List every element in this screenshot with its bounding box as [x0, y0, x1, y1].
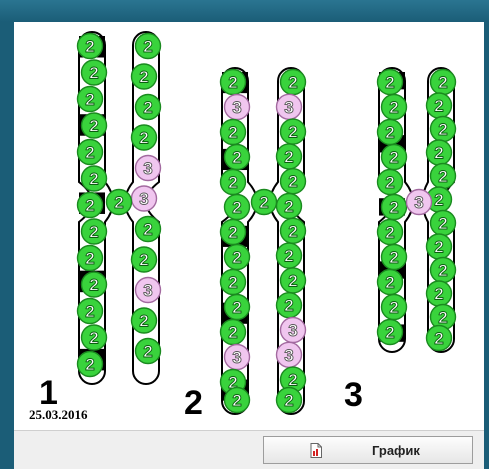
- chromosome-1-right-bead-value: 2: [143, 98, 152, 117]
- chromosome-2-right-bead-value: 2: [284, 197, 293, 216]
- chromosome-1-left-bead-value: 2: [85, 37, 94, 56]
- chromosome-2-left-bead-value: 2: [232, 198, 241, 217]
- chromosome-3-centromere-bead-value: 3: [414, 193, 423, 212]
- chromosome-2-right-bead-value: 2: [284, 247, 293, 266]
- chromosome-1-right-bead-value: 2: [143, 220, 152, 239]
- chromosome-3-left-bead-value: 2: [385, 223, 394, 242]
- document-chart-icon: [310, 443, 322, 458]
- chromosome-2-right-bead-value: 2: [288, 371, 297, 390]
- chromosome-1-left-bead-value: 2: [89, 223, 98, 242]
- chromosome-2-left-bead-value: 2: [232, 148, 241, 167]
- chromosome-3-right-bead-value: 2: [434, 329, 443, 348]
- chromosome-3-left-bead-value: 2: [389, 148, 398, 167]
- chromosome-3-right-bead-value: 2: [434, 144, 443, 163]
- chromosome-2-left-bead-value: 2: [232, 298, 241, 317]
- chromosome-1-right-bead-value: 3: [139, 190, 148, 209]
- chromosome-3-left-bead-value: 2: [385, 73, 394, 92]
- chromosome-3-right-bead-value: 2: [438, 73, 447, 92]
- chromosome-2-left-bead-value: 2: [228, 123, 237, 142]
- chromosome-1-left-bead-value: 2: [85, 302, 94, 321]
- chromosome-3-left-bead-value: 2: [389, 198, 398, 217]
- chromosome-1-right-bead-value: 3: [143, 159, 152, 178]
- chromosome-3-right-bead-value: 2: [438, 167, 447, 186]
- chromosome-1-right-bead-value: 3: [143, 281, 152, 300]
- chromosome-1-left-bead-value: 2: [85, 355, 94, 374]
- chromosome-2-right-bead-value: 2: [288, 222, 297, 241]
- chromosome-1-left-bead-value: 2: [85, 90, 94, 109]
- chromosome-1-right-bead-value: 2: [143, 342, 152, 361]
- chromosome-1-right-bead-value: 2: [139, 251, 148, 270]
- chromosome-2-left-bead-value: 2: [228, 273, 237, 292]
- chromosome-3-right-bead-value: 2: [434, 191, 443, 210]
- chromosome-3-right-bead-value: 2: [438, 214, 447, 233]
- chromosome-2-right-bead-value: 3: [288, 321, 297, 340]
- chromosome-3-left-bead-value: 2: [385, 323, 394, 342]
- chromosome-2-left-bead-value: 2: [232, 391, 241, 410]
- chromosome-1-left-bead-value: 2: [89, 64, 98, 83]
- chromosome-2-right-bead-value: 2: [284, 296, 293, 315]
- graph-button-label: График: [372, 443, 420, 458]
- chromosome-1-left-bead-value: 2: [85, 143, 94, 162]
- chromosome-1-right-bead-value: 2: [143, 37, 152, 56]
- chromosome-2-left-bead-value: 3: [232, 98, 241, 117]
- chromosome-label-2: 2: [184, 384, 203, 423]
- chromosome-2-left-bead-value: 2: [228, 173, 237, 192]
- chromosome-1-right-bead-value: 2: [139, 312, 148, 331]
- chromosome-1-centromere-bead-value: 2: [114, 193, 123, 212]
- chromosome-2-left-bead-value: 2: [228, 223, 237, 242]
- chromosome-3-left-bead-value: 2: [389, 98, 398, 117]
- chromosome-2-left-bead-value: 3: [232, 348, 241, 367]
- date-label: 25.03.2016: [29, 407, 88, 423]
- bottom-toolbar: График: [14, 430, 484, 469]
- chromosome-2-left-bead-value: 2: [228, 73, 237, 92]
- chromosome-3-left-bead-value: 2: [389, 248, 398, 267]
- chromosome-3-right-bead-value: 2: [434, 238, 443, 257]
- chromosome-2-right-bead-value: 3: [284, 346, 293, 365]
- chromosome-3-right-bead-value: 2: [438, 261, 447, 280]
- chromosome-3-right-bead-value: 2: [438, 120, 447, 139]
- chromosome-2-left-bead-value: 2: [232, 248, 241, 267]
- chromosome-1-right-bead-value: 2: [139, 68, 148, 87]
- chromosome-2-right-bead-value: 2: [288, 123, 297, 142]
- chromosome-3-left-bead-value: 2: [385, 273, 394, 292]
- chromosome-2-right-bead-value: 2: [288, 172, 297, 191]
- graph-button[interactable]: График: [263, 436, 473, 464]
- chromosome-2-right-bead-value: 2: [288, 73, 297, 92]
- chromosome-3-right-bead-value: 2: [434, 97, 443, 116]
- chromosome-3-right-bead-value: 2: [434, 285, 443, 304]
- chromosome-2-centromere-bead-value: 2: [259, 193, 268, 212]
- chromosome-1-right-bead-value: 2: [139, 129, 148, 148]
- window-top-band: [0, 0, 489, 22]
- chromosome-3-left-bead-value: 2: [385, 123, 394, 142]
- chromosome-3-right-bead-value: 2: [438, 308, 447, 327]
- chromosome-3-left-bead-value: 2: [385, 173, 394, 192]
- chromosome-2-right-bead-value: 2: [284, 391, 293, 410]
- chromosome-2-left-bead-value: 2: [228, 323, 237, 342]
- chromosome-1-left-bead-value: 2: [85, 249, 94, 268]
- chromosome-1-left-bead-value: 2: [89, 117, 98, 136]
- chromosome-2-right-bead-value: 2: [284, 147, 293, 166]
- chromosome-label-3: 3: [344, 376, 363, 415]
- chromosome-1-left-bead-value: 2: [89, 170, 98, 189]
- chromosome-1-left-bead-value: 2: [85, 196, 94, 215]
- chromosome-2-right-bead-value: 3: [284, 98, 293, 117]
- chromosome-drawing: 2222222222222222233223222232222222223222…: [14, 22, 484, 430]
- chromosome-1-left-bead-value: 2: [89, 276, 98, 295]
- chromosome-2-right-bead-value: 2: [288, 271, 297, 290]
- chromosome-3-left-bead-value: 2: [389, 298, 398, 317]
- chromosome-1-left-bead-value: 2: [89, 329, 98, 348]
